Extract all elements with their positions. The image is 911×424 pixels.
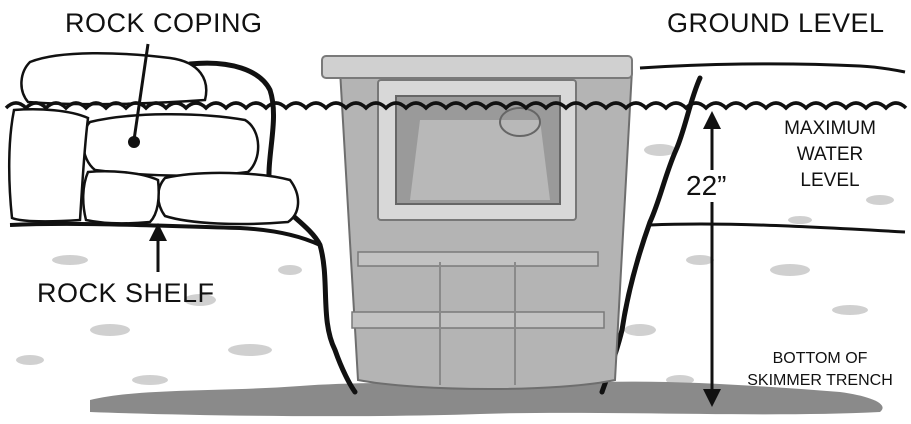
bottom-line-2: SKIMMER TRENCH (735, 370, 905, 392)
right-shelf-line (650, 224, 905, 232)
bottom-of-trench-label: BOTTOM OF SKIMMER TRENCH (735, 348, 905, 392)
max-water-line-1: MAXIMUM (760, 116, 900, 142)
depth-measurement-label: 22” (684, 170, 728, 202)
rock-coping-pointer-dot (128, 136, 140, 148)
rock-coping (9, 53, 298, 224)
rock-coping-label: ROCK COPING (65, 8, 263, 39)
bottom-line-1: BOTTOM OF (735, 348, 905, 370)
max-water-line-3: LEVEL (760, 168, 900, 194)
max-water-line-2: WATER (760, 142, 900, 168)
right-ground-edge (640, 64, 905, 72)
left-shelf-line (10, 224, 320, 245)
maximum-water-level-label: MAXIMUM WATER LEVEL (760, 116, 900, 194)
ground-level-label: GROUND LEVEL (667, 8, 885, 39)
rock-shelf-label: ROCK SHELF (37, 278, 215, 309)
